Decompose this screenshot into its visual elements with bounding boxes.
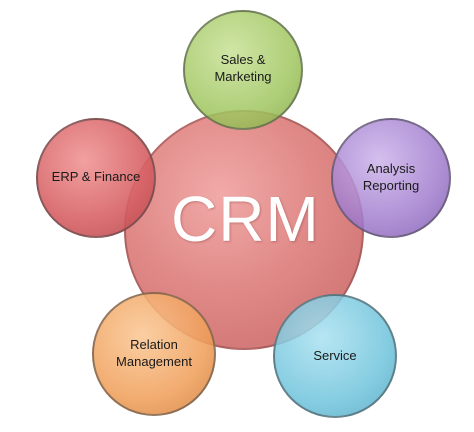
service-label: Service bbox=[313, 348, 357, 363]
sales-marketing-circle bbox=[183, 10, 303, 130]
crm-center-label: CRM bbox=[171, 183, 320, 255]
service-circle bbox=[273, 294, 397, 418]
erp-finance-label: ERP & Finance bbox=[51, 169, 141, 184]
relation-management-label: Relation Management bbox=[116, 337, 192, 369]
sales-marketing-label: Sales & Marketing bbox=[214, 52, 272, 84]
analysis-reporting-circle bbox=[331, 118, 451, 238]
analysis-reporting-label: Analysis Reporting bbox=[362, 161, 420, 193]
relation-management-circle bbox=[92, 292, 216, 416]
erp-finance-circle bbox=[36, 118, 156, 238]
